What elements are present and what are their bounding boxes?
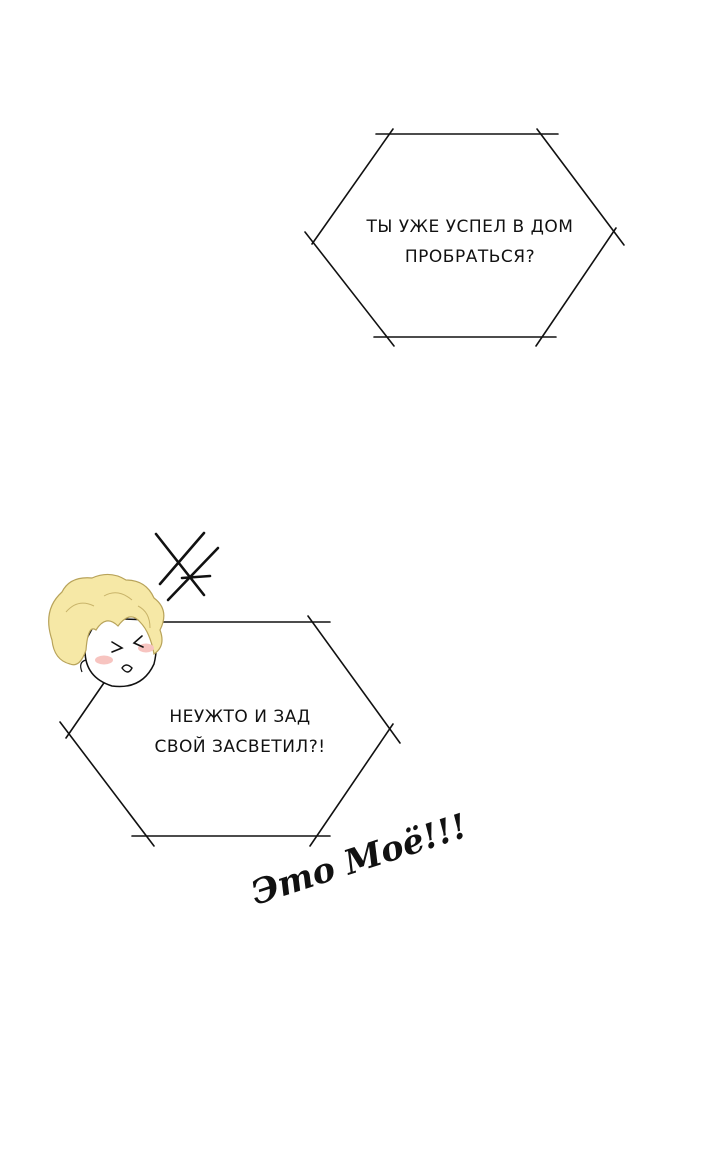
chibi-character bbox=[48, 573, 165, 688]
speech-bubble-2-text: Неужто и зад свой засветил?! bbox=[100, 702, 380, 762]
speech-line: свой засветил?! bbox=[154, 737, 326, 757]
speech-bubble-2-outline bbox=[59, 615, 401, 847]
speech-bubble-1-outline bbox=[304, 128, 625, 347]
speech-line: пробраться? bbox=[404, 247, 536, 267]
speech-line: Неужто и зад bbox=[169, 707, 311, 727]
speech-line: Ты уже успел в дом bbox=[366, 217, 574, 237]
sfx-group: Это Моё!!! bbox=[246, 806, 472, 913]
sfx-text: Это Моё!!! bbox=[246, 806, 472, 913]
scribble-mark bbox=[154, 531, 220, 602]
speech-bubble-1-text: Ты уже успел в дом пробраться? bbox=[340, 212, 600, 272]
